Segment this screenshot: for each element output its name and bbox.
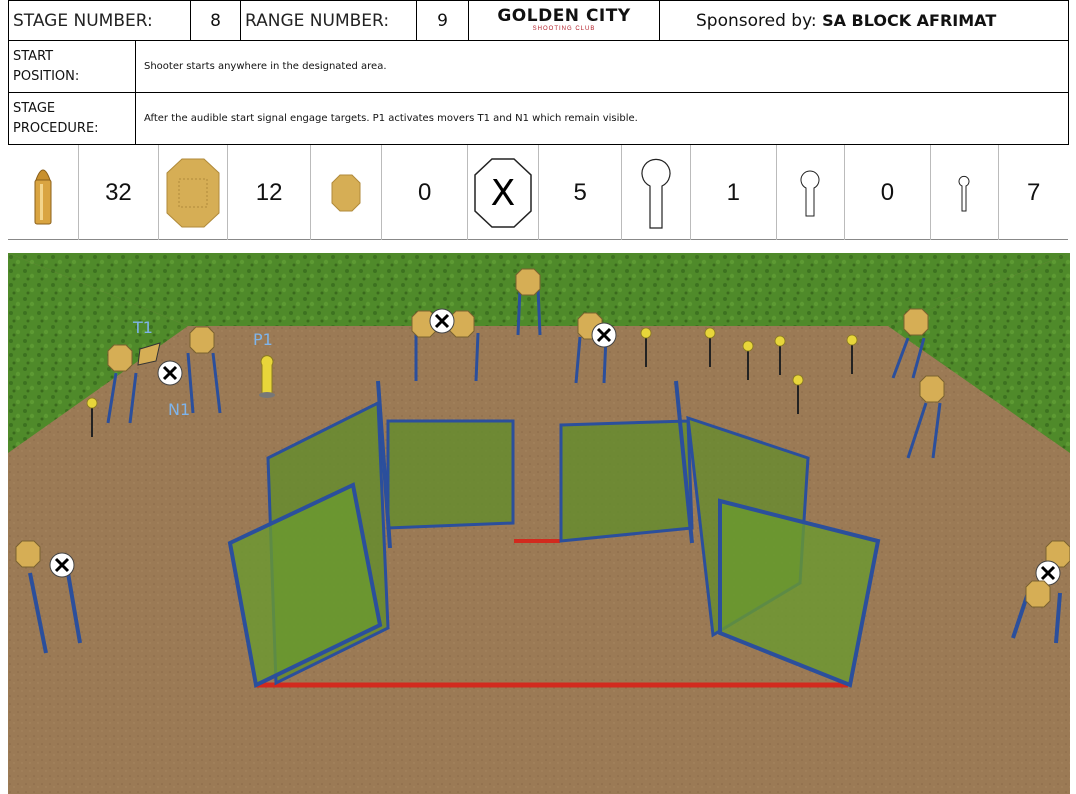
- target-counts-row: 32 12 0 X 5 1: [8, 145, 1068, 240]
- start-position-text: Shooter starts anywhere in the designate…: [136, 41, 1069, 93]
- stage-number-label: STAGE NUMBER:: [9, 1, 191, 41]
- club-logo-subtitle: SHOOTING CLUB: [497, 26, 630, 32]
- stage-procedure-label-line2: PROCEDURE:: [13, 121, 99, 136]
- label-t1: T1: [132, 318, 153, 337]
- rounds-count: 32: [105, 179, 132, 207]
- start-position-label-line2: POSITION:: [13, 69, 79, 84]
- stage-sheet: STAGE NUMBER: 8 RANGE NUMBER: 9 GOLDEN C…: [8, 0, 1068, 240]
- start-position-label-line1: START: [13, 49, 53, 64]
- small-popper-count: 7: [1027, 179, 1040, 207]
- medium-popper-icon: [777, 145, 846, 240]
- label-n1: N1: [168, 400, 190, 419]
- stage-procedure-text: After the audible start signal engage ta…: [136, 93, 1069, 145]
- no-shoot-icon: X: [468, 145, 539, 240]
- no-shoot-count: 5: [574, 179, 587, 207]
- svg-text:X: X: [491, 173, 516, 214]
- sponsor-name: SA BLOCK AFRIMAT: [822, 11, 996, 30]
- start-position-label: START POSITION:: [9, 41, 136, 93]
- club-logo: GOLDEN CITY SHOOTING CLUB: [469, 1, 660, 41]
- stage-procedure-label-line1: STAGE: [13, 101, 55, 116]
- bullet-icon: [8, 145, 79, 240]
- small-octagon-target-icon: [311, 145, 382, 240]
- small-octagon-count: 0: [418, 179, 431, 207]
- sponsor-line: Sponsored by: SA BLOCK AFRIMAT: [660, 1, 1069, 41]
- stage-procedure-label: STAGE PROCEDURE:: [9, 93, 136, 145]
- large-octagon-target-icon: [159, 145, 228, 240]
- label-p1: P1: [253, 330, 273, 349]
- stage-header-table: STAGE NUMBER: 8 RANGE NUMBER: 9 GOLDEN C…: [8, 0, 1069, 145]
- sponsor-label: Sponsored by:: [696, 11, 817, 31]
- large-popper-count: 1: [727, 179, 740, 207]
- stage-number-value: 8: [191, 1, 241, 41]
- large-popper-icon: [622, 145, 691, 240]
- range-number-label: RANGE NUMBER:: [241, 1, 417, 41]
- stage-layout-diagram: T1 P1 N1: [8, 253, 1070, 794]
- small-popper-icon: [931, 145, 1000, 240]
- medium-popper-count: 0: [881, 179, 894, 207]
- range-number-value: 9: [417, 1, 469, 41]
- club-logo-title: GOLDEN CITY: [497, 6, 630, 26]
- large-octagon-count: 12: [256, 179, 283, 207]
